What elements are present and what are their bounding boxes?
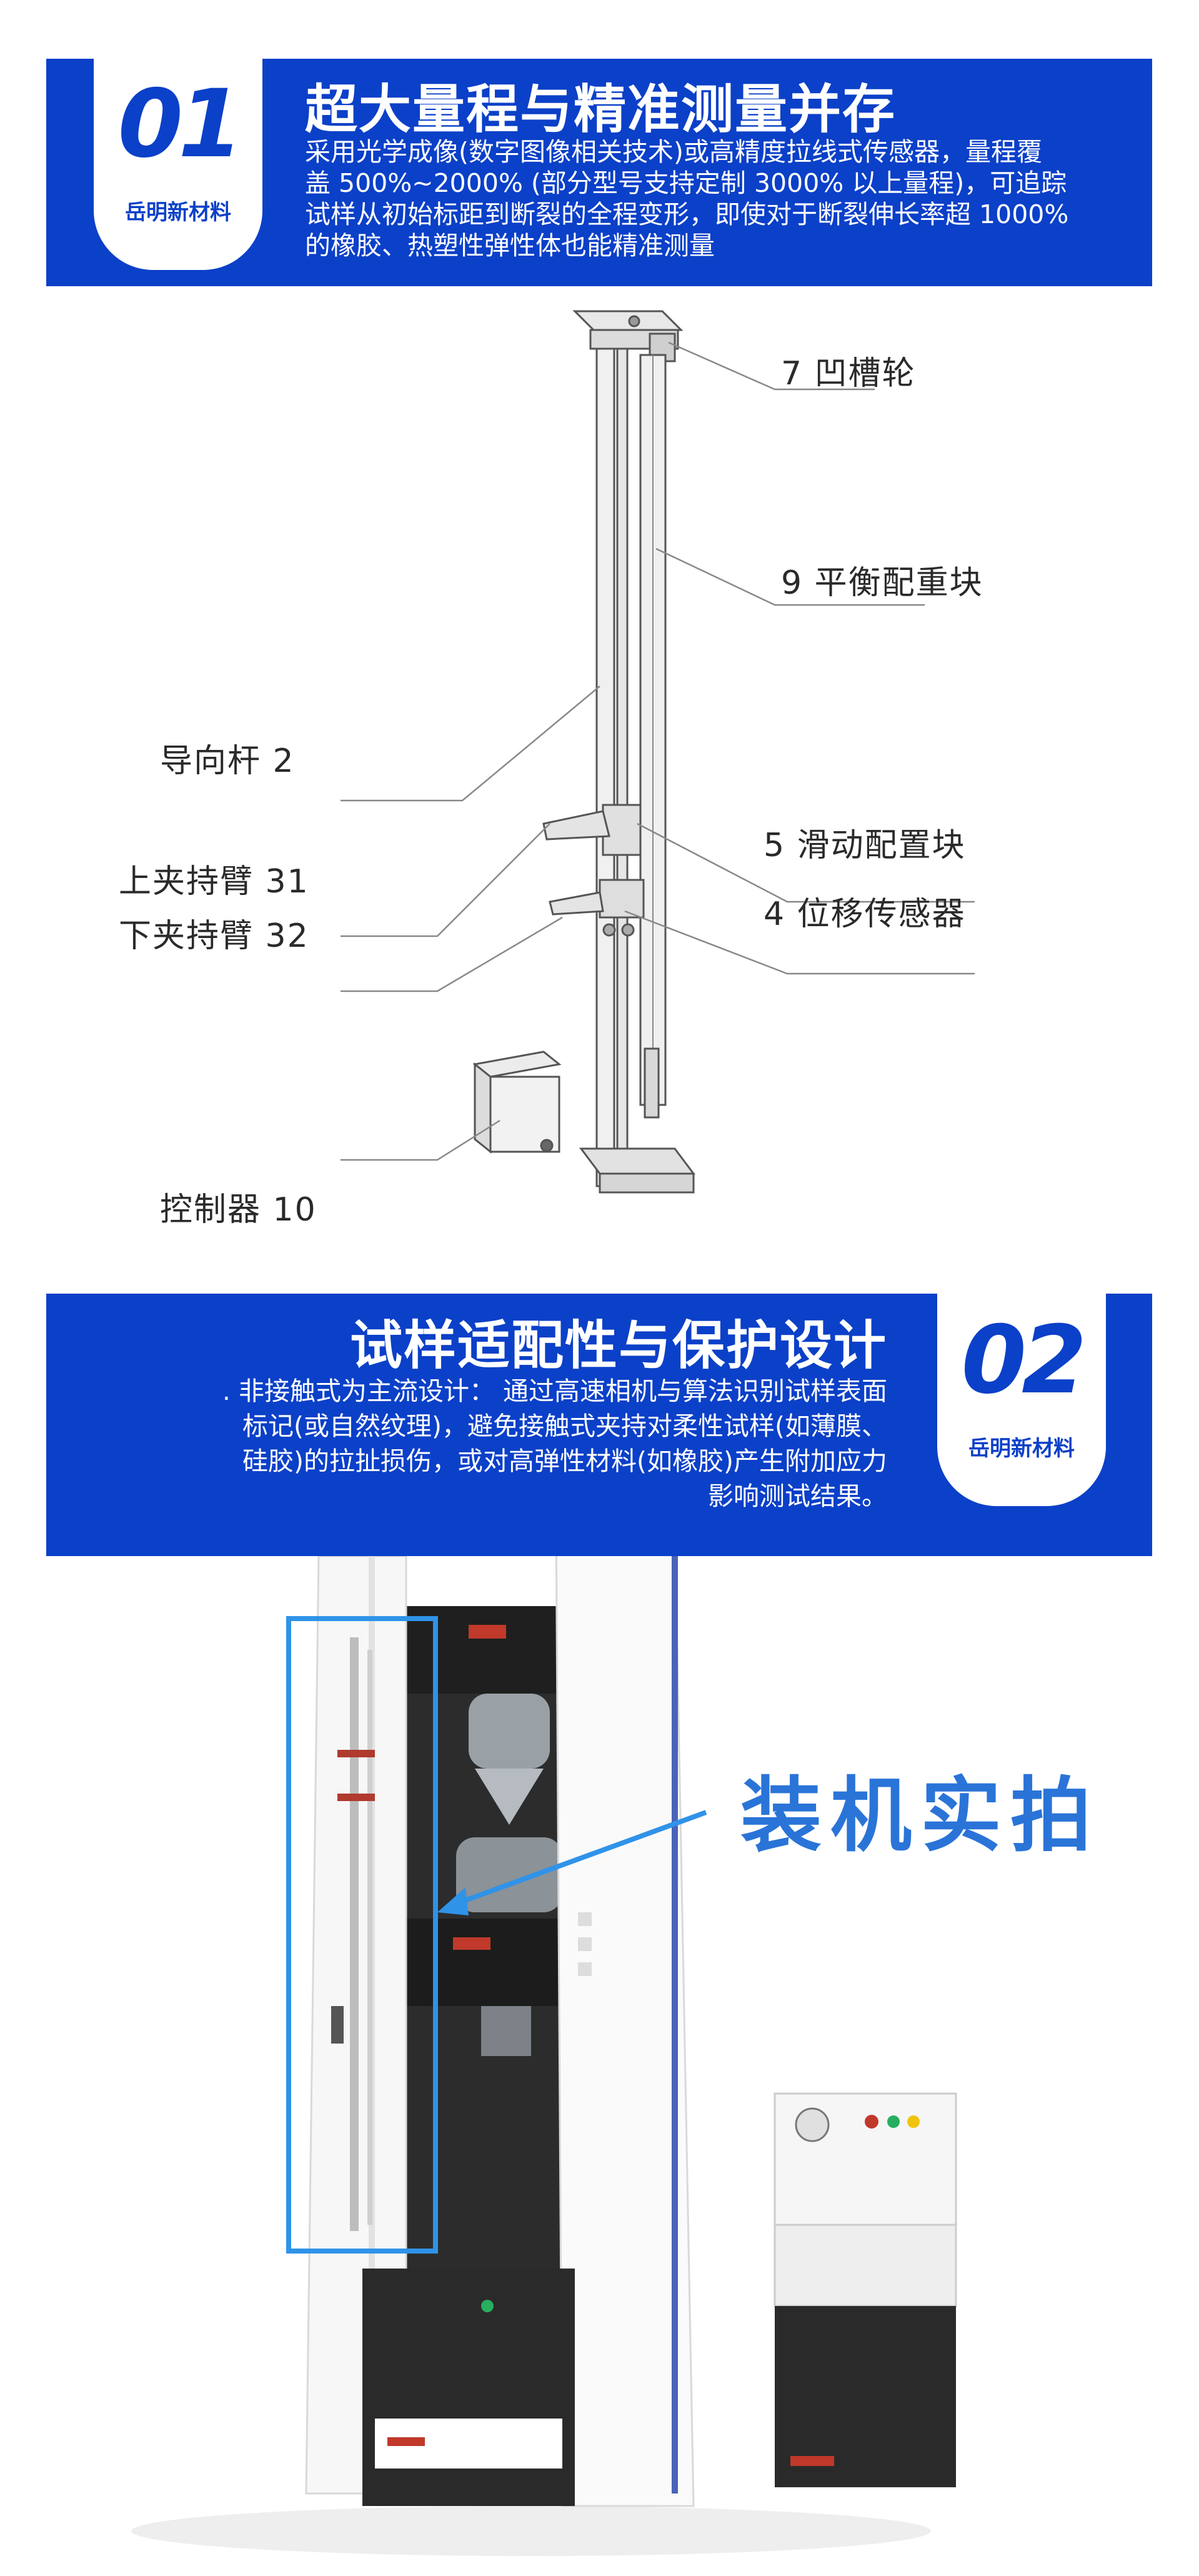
slide-block	[602, 804, 642, 856]
label-upper-arm: 上夹持臂 31	[119, 863, 309, 901]
section-2-desc-line: . 非接触式为主流设计： 通过高速相机与算法识别试样表面	[222, 1376, 887, 1406]
label-guide-rod: 导向杆 2	[160, 742, 295, 780]
label-counterweight: 9 平衡配重块	[781, 564, 983, 602]
upper-grip	[469, 1694, 550, 1769]
section-2-desc-line: 硅胶)的拉扯损伤，或对高弹性材料(如橡胶)产生附加应力	[242, 1446, 887, 1476]
machine-base	[362, 2269, 575, 2506]
machine-badge-top	[469, 1625, 506, 1639]
section-1-number: 01	[117, 70, 244, 179]
base-plate	[579, 1147, 695, 1175]
guide-rod-right	[616, 347, 629, 1187]
section-2-title: 试样适配性与保护设计	[349, 1315, 887, 1376]
section-1-description: 采用光学成像(数字图像相关技术)或高精度拉线式传感器，量程覆 盖 500%~20…	[305, 136, 1130, 261]
label-controller: 控制器 10	[160, 1191, 317, 1229]
lower-grip	[456, 1837, 562, 1912]
section-2-desc-line: 标记(或自然纹理)，避免接触式夹持对柔性试样(如薄膜、	[242, 1411, 887, 1441]
top-cap	[572, 310, 684, 331]
machine-photo	[131, 1556, 957, 2556]
section-1-desc-line: 盖 500%~2000% (部分型号支持定制 3000% 以上量程)，可追踪	[305, 168, 1067, 198]
section-2-number-tab: 02 岳明新材料	[937, 1281, 1106, 1506]
controller-top	[472, 1051, 562, 1078]
section-2-desc-line: 影响测试结果。	[708, 1481, 887, 1511]
displacement-sensor	[599, 879, 645, 919]
section-1-title: 超大量程与精准测量并存	[305, 79, 897, 140]
section-2-description: . 非接触式为主流设计： 通过高速相机与算法识别试样表面 标记(或自然纹理)，避…	[75, 1374, 887, 1514]
section-1-brand: 岳明新材料	[125, 200, 231, 225]
photo-caption: 装机实拍	[740, 1768, 1101, 1863]
arrow-line	[449, 1810, 707, 1909]
highlight-frame	[286, 1616, 438, 2254]
label-lower-arm: 下夹持臂 32	[119, 917, 309, 955]
label-displacement-sensor: 4 位移传感器	[764, 896, 966, 933]
section-2-number: 02	[961, 1306, 1087, 1415]
pressure-gauge	[795, 2107, 830, 2142]
label-slide-block: 5 滑动配置块	[764, 827, 966, 864]
section-2-brand: 岳明新材料	[968, 1436, 1075, 1461]
extensometer-diagram	[341, 310, 975, 1194]
lower-arm	[549, 891, 604, 916]
guide-rod-left	[595, 347, 615, 1187]
section-1-desc-line: 的橡胶、热塑性弹性体也能精准测量	[305, 231, 715, 261]
section-1-number-tab: 01 岳明新材料	[94, 45, 262, 270]
section-1-desc-line: 采用光学成像(数字图像相关技术)或高精度拉线式传感器，量程覆	[305, 137, 1042, 167]
right-column	[555, 1556, 695, 2507]
section-1-desc-line: 试样从初始标距到断裂的全程变形，即使对于断裂伸长率超 1000%	[305, 199, 1069, 229]
arrow-head	[437, 1887, 469, 1915]
upper-arm	[542, 810, 610, 841]
label-groove-wheel: 7 凹槽轮	[781, 355, 916, 392]
